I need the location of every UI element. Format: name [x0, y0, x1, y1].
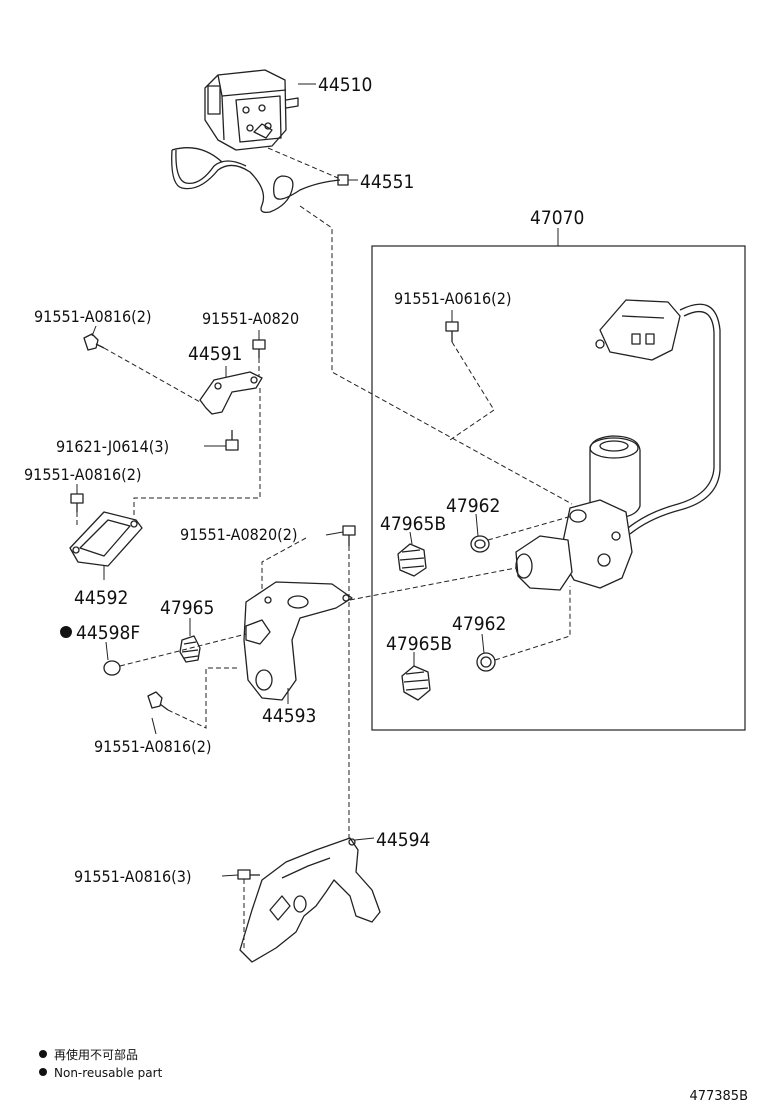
leader-91551-A0816-top	[91, 325, 97, 337]
ring-47962-upper	[470, 535, 490, 553]
leader-47965B-upper	[409, 531, 413, 545]
label-91551-A0816-3: 91551-A0816(3)	[74, 867, 191, 886]
diagram-id: 477385B	[689, 1089, 748, 1104]
cover-44594	[239, 837, 381, 963]
dash-bolt-44591	[103, 347, 201, 403]
label-91551-A0816-2-mid: 91551-A0816(2)	[24, 465, 141, 484]
leader-44598F	[105, 641, 109, 661]
label-91621-J0614-3: 91621-J0614(3)	[56, 437, 169, 456]
bolt-91551-A0816-low	[147, 691, 169, 711]
dash-bolt-a0616	[449, 341, 495, 441]
dash-cap-44593	[119, 633, 247, 667]
label-91551-A0616-2: 91551-A0616(2)	[394, 289, 511, 308]
bolt-91621-J0614	[225, 430, 239, 451]
label-47962-lower: 47962	[452, 613, 506, 635]
ring-47962-lower	[476, 652, 496, 672]
leader-91551-A0820-2	[325, 531, 344, 536]
bolt-91551-A0816-top	[83, 333, 105, 351]
label-44598F: 44598F	[76, 622, 140, 644]
connector-47070	[595, 299, 721, 535]
label-47965B-lower: 47965B	[386, 633, 452, 655]
label-47965B-upper: 47965B	[380, 513, 446, 535]
legend-line-jp: 再使用不可部品	[54, 1047, 138, 1062]
gear-47965B-upper	[397, 543, 427, 577]
dash-44593-pump	[349, 565, 527, 601]
non-reusable-bullet-44598F	[60, 626, 72, 638]
actuator-44510	[204, 69, 299, 151]
bracket-44592	[69, 511, 143, 567]
label-91551-A0816-2-low: 91551-A0816(2)	[94, 737, 211, 756]
label-44594: 44594	[376, 829, 430, 851]
motor-47070	[515, 435, 641, 591]
dash-cable-pump	[299, 205, 573, 505]
dash-ring-upper	[487, 515, 573, 541]
bracket-44593	[243, 581, 353, 701]
leader-47962-upper	[475, 513, 479, 537]
dash-bolt-44593	[261, 537, 307, 592]
label-44592: 44592	[74, 587, 128, 609]
leader-91551-A0816-low	[151, 717, 157, 735]
bracket-44591	[199, 371, 263, 415]
bolt-91551-A0816-mid	[70, 493, 84, 512]
legend-bullet-1	[39, 1050, 47, 1058]
leader-91551-A0816-3	[221, 874, 239, 877]
bolt-91551-A0616	[445, 321, 459, 342]
label-44591: 44591	[188, 343, 242, 365]
legend-bullet-2	[39, 1068, 47, 1076]
leader-44594	[354, 837, 375, 841]
legend-line-en: Non-reusable part	[54, 1066, 163, 1080]
label-47965: 47965	[160, 597, 214, 619]
dash-bolt-low-44593	[167, 667, 240, 729]
bolt-91551-A0816-3	[237, 869, 260, 880]
gear-47965	[179, 635, 201, 663]
leader-47962-lower	[481, 633, 485, 654]
label-44551: 44551	[360, 171, 414, 193]
dash-44510-44551	[267, 147, 339, 179]
gear-47965B-lower	[401, 665, 431, 701]
label-91551-A0820: 91551-A0820	[202, 309, 299, 328]
label-47070: 47070	[530, 207, 584, 229]
cable-44551	[171, 147, 349, 213]
dash-ring-lower	[494, 586, 571, 661]
bolt-91551-A0820-2	[342, 525, 356, 546]
bolt-91551-A0820-top	[252, 339, 266, 358]
label-44510: 44510	[318, 74, 372, 96]
label-91551-A0820-2: 91551-A0820(2)	[180, 525, 297, 544]
label-44593: 44593	[262, 705, 316, 727]
cap-44598F	[103, 660, 121, 676]
label-91551-A0816-2-top: 91551-A0816(2)	[34, 307, 151, 326]
dash-44591-44592	[133, 388, 261, 518]
label-47962-upper: 47962	[446, 495, 500, 517]
assembly-47070-box	[371, 245, 746, 731]
